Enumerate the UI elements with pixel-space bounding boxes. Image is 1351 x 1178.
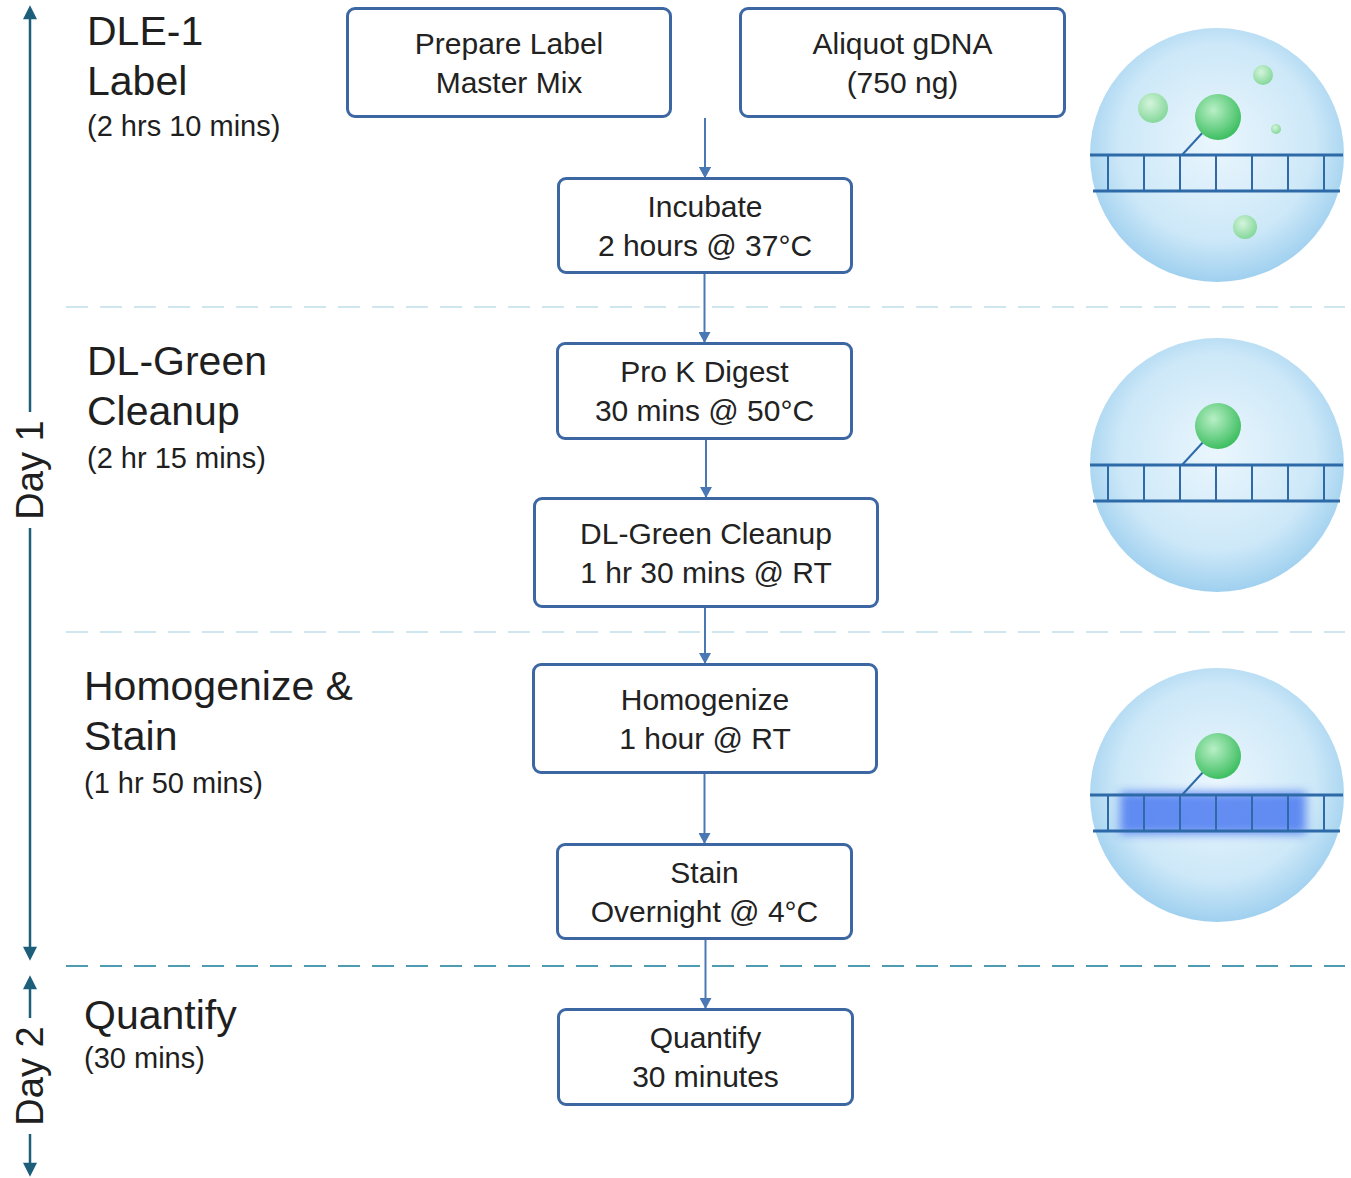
flow-arrow: [704, 274, 706, 342]
flow-arrow: [704, 118, 706, 177]
section-duration-text: (1 hr 50 mins): [84, 765, 344, 801]
box-title: Incubate: [647, 187, 762, 226]
box-title: DL-Green Cleanup: [580, 514, 832, 553]
box-detail: 1 hr 30 mins @ RT: [580, 553, 832, 592]
section-title: DL-Green Cleanup: [87, 336, 347, 436]
timeline: [25, 8, 35, 1174]
section-title-text: DLE-1 Label: [87, 6, 287, 106]
day-label: Day 1: [8, 370, 52, 570]
section-title-text: DL-Green Cleanup: [87, 336, 347, 436]
section-duration-text: (2 hrs 10 mins): [87, 108, 347, 144]
box-title: Homogenize: [621, 680, 789, 719]
box-detail: (750 ng): [847, 63, 959, 102]
flow-arrow: [704, 774, 706, 843]
section-title-text: Homogenize & Stain: [84, 661, 404, 761]
box-title: Stain: [670, 853, 738, 892]
box-detail: 1 hour @ RT: [619, 719, 791, 758]
box-detail: Overnight @ 4°C: [591, 892, 819, 931]
process-box: Homogenize1 hour @ RT: [532, 663, 878, 774]
section-duration: (2 hrs 10 mins): [87, 108, 347, 144]
section-title-text: Quantify: [84, 990, 344, 1040]
box-title: Quantify: [650, 1018, 762, 1057]
process-box: StainOvernight @ 4°C: [556, 843, 853, 940]
day-label: Day 2: [8, 976, 52, 1176]
box-title: Pro K Digest: [620, 352, 788, 391]
section-duration: (1 hr 50 mins): [84, 765, 344, 801]
box-detail: Master Mix: [436, 63, 583, 102]
box-detail: 30 minutes: [632, 1057, 779, 1096]
day-text: Day 2: [9, 1018, 51, 1133]
box-detail: 30 mins @ 50°C: [595, 391, 814, 430]
box-title: Prepare Label: [415, 24, 603, 63]
cleanup-illustration: [1090, 338, 1344, 592]
flow-arrow: [705, 440, 707, 497]
section-title: DLE-1 Label: [87, 6, 287, 106]
section-duration-text: (2 hr 15 mins): [87, 440, 347, 476]
flow-arrow: [704, 608, 706, 663]
process-box: Prepare LabelMaster Mix: [346, 7, 672, 118]
section-title: Quantify: [84, 990, 344, 1040]
flow-arrow: [704, 118, 706, 177]
stain-illustration: [1090, 668, 1344, 922]
process-box: Aliquot gDNA(750 ng): [739, 7, 1066, 118]
box-title: Aliquot gDNA: [812, 24, 992, 63]
box-detail: 2 hours @ 37°C: [598, 226, 812, 265]
day-text: Day 1: [9, 412, 51, 527]
flow-arrow: [705, 940, 707, 1008]
process-box: DL-Green Cleanup1 hr 30 mins @ RT: [533, 497, 879, 608]
process-box: Quantify30 minutes: [557, 1008, 854, 1106]
section-title: Homogenize & Stain: [84, 661, 404, 761]
process-box: Pro K Digest30 mins @ 50°C: [556, 342, 853, 440]
process-box: Incubate2 hours @ 37°C: [557, 177, 853, 274]
label-illustration: [1090, 28, 1344, 282]
section-duration-text: (30 mins): [84, 1040, 344, 1076]
section-duration: (30 mins): [84, 1040, 344, 1076]
section-duration: (2 hr 15 mins): [87, 440, 347, 476]
